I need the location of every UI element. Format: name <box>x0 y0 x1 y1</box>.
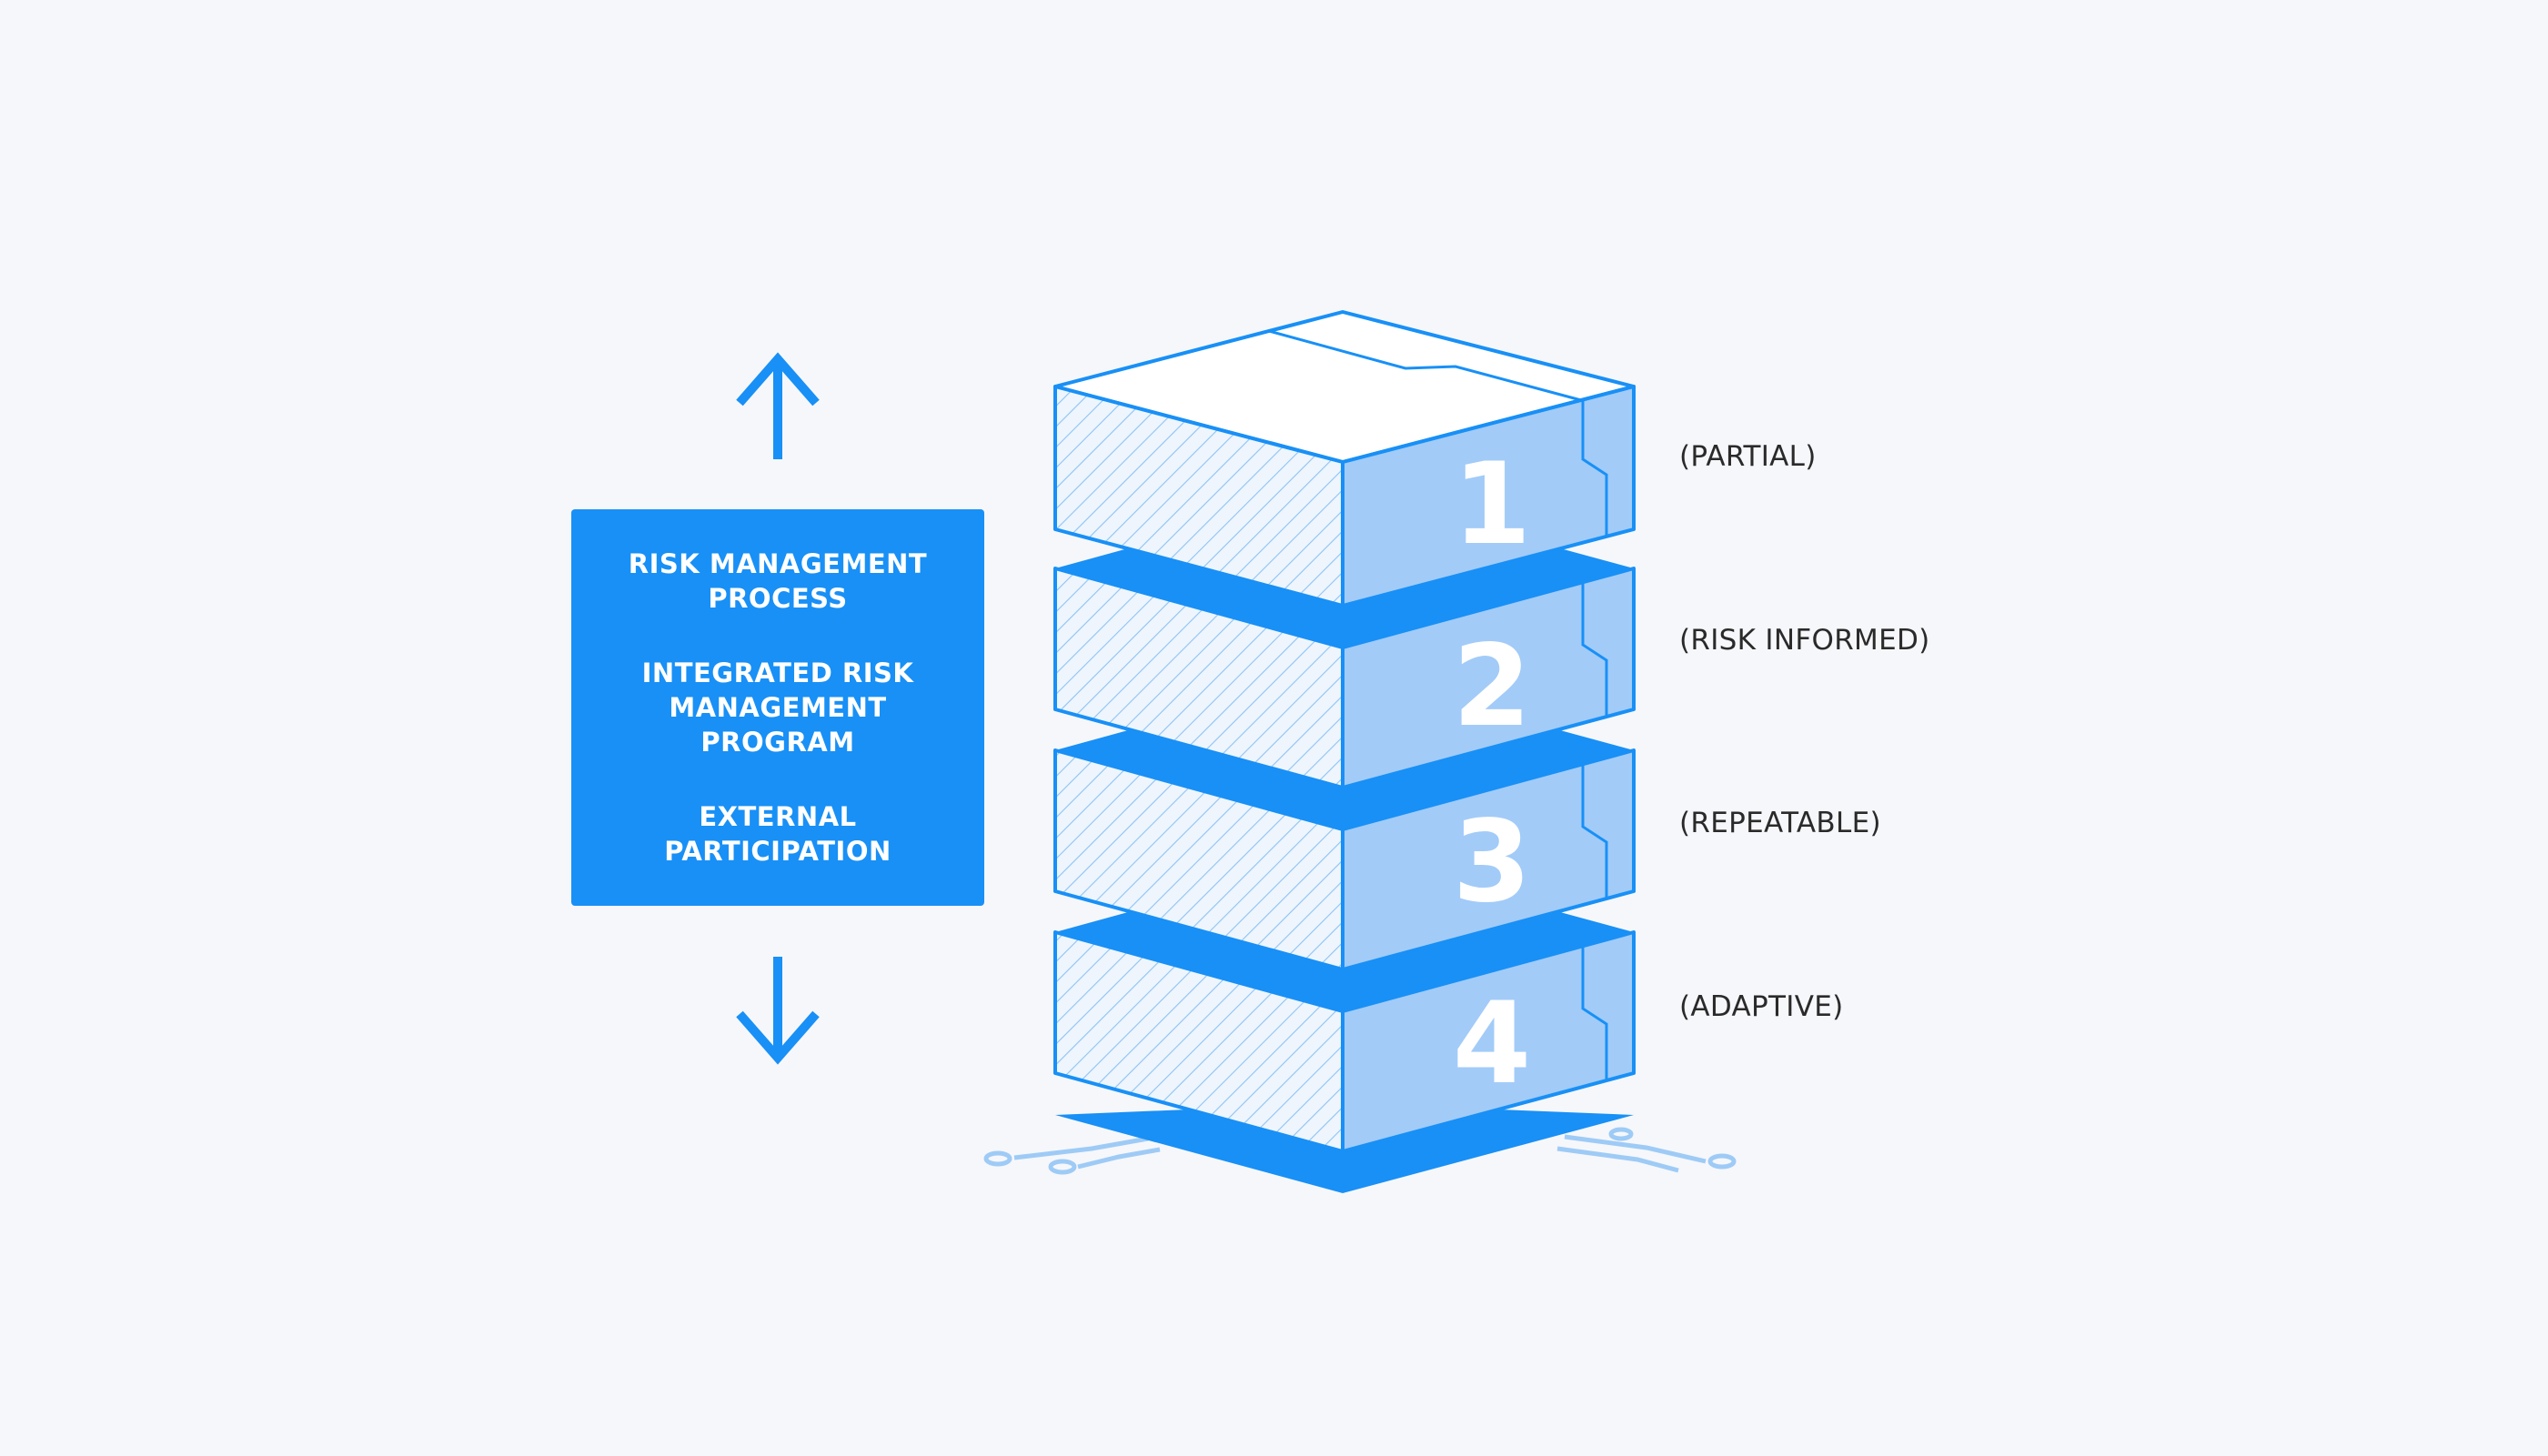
tier-label-2: (RISK INFORMED) <box>1679 624 1930 657</box>
tier-number-4: 4 <box>1453 979 1531 1110</box>
tier-label-3: (REPEATABLE) <box>1679 807 1881 839</box>
risk-process-box: RISK MANAGEMENT PROCESS INTEGRATED RISK … <box>571 509 984 906</box>
circuit-traces <box>983 1127 1737 1175</box>
process-item-integrated-program: INTEGRATED RISK MANAGEMENT PROGRAM <box>641 658 914 758</box>
tier-number-3: 3 <box>1453 797 1531 928</box>
tier-number-1: 1 <box>1453 439 1531 570</box>
tier-label-4: (ADAPTIVE) <box>1679 990 1844 1023</box>
tier-number-2: 2 <box>1453 621 1531 752</box>
tier-label-1: (PARTIAL) <box>1679 440 1817 473</box>
arrow-up-icon <box>736 352 820 459</box>
tier-block-1: 1 <box>1053 310 1636 608</box>
arrow-down-icon <box>736 957 820 1065</box>
process-item-external-participation: EXTERNAL PARTICIPATION <box>664 801 891 867</box>
process-item-risk-management: RISK MANAGEMENT PROCESS <box>628 548 928 614</box>
